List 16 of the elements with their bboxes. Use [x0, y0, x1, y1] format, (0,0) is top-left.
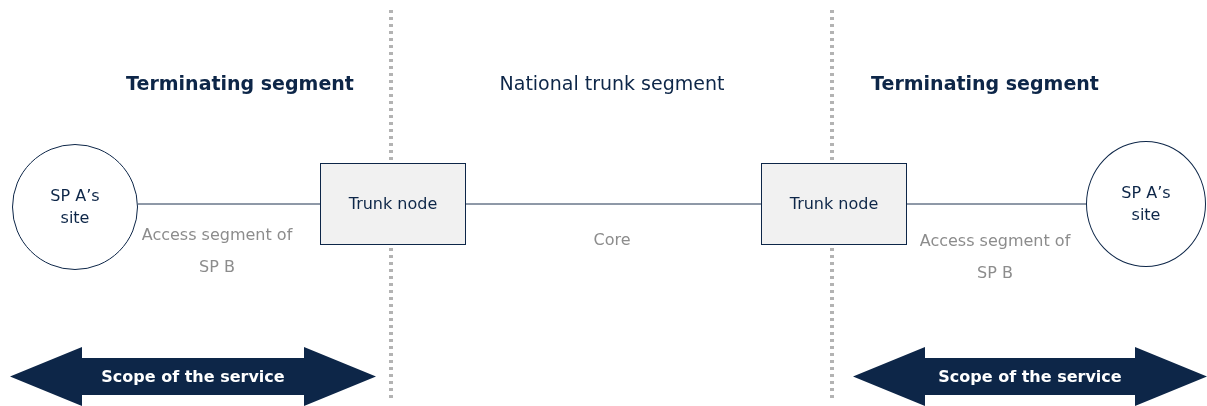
node-label: SP A’s site — [1120, 182, 1172, 226]
connector-line — [137, 203, 321, 205]
connector-line — [465, 203, 762, 205]
double-arrow — [853, 347, 1207, 406]
node-label: Trunk node — [789, 193, 879, 215]
connector-line — [906, 203, 1087, 205]
node-label: SP A’s site — [49, 185, 101, 229]
node-label: Trunk node — [348, 193, 438, 215]
arrow-label: Scope of the service — [938, 365, 1122, 388]
segment-heading: Terminating segment — [871, 72, 1099, 94]
trunk-node-box — [761, 163, 907, 245]
segment-heading: National trunk segment — [499, 72, 725, 94]
trunk-node-box — [320, 163, 466, 245]
arrow-label: Scope of the service — [101, 365, 285, 388]
segment-heading: Terminating segment — [126, 72, 354, 94]
double-arrow — [10, 347, 376, 406]
